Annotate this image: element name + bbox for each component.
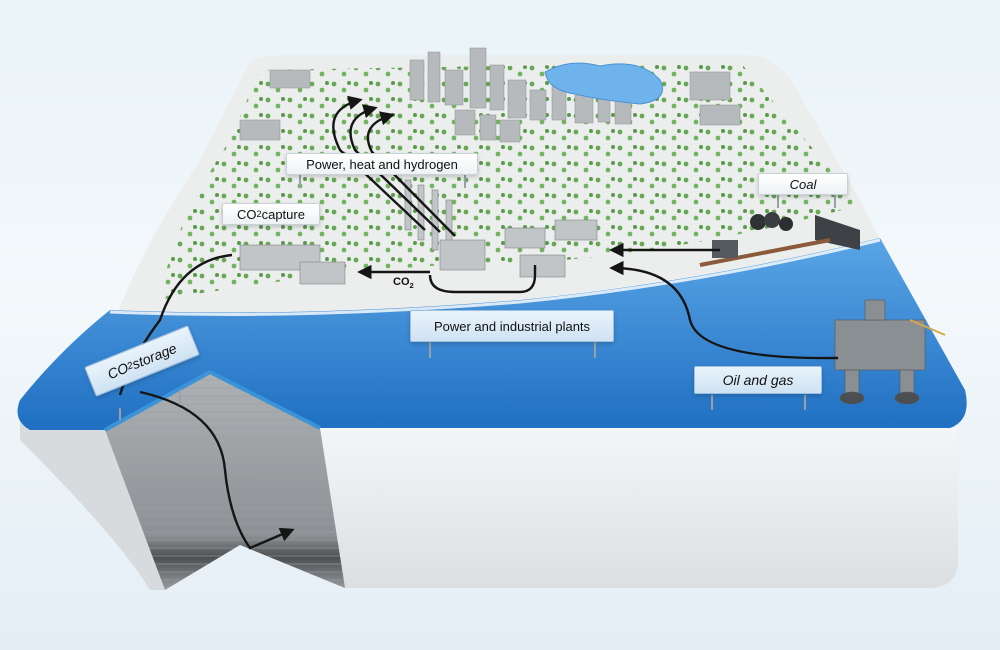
shoreline xyxy=(109,238,881,316)
label-oil-and-gas: Oil and gas xyxy=(694,366,822,394)
flow-arrows xyxy=(118,95,839,550)
arrow-storage-down xyxy=(139,390,295,550)
arrow-industry-loop xyxy=(428,265,537,294)
block-left-side xyxy=(17,400,165,590)
lake xyxy=(544,62,663,105)
label-coal: Coal xyxy=(758,173,848,195)
coal-mine xyxy=(699,212,860,267)
arrow-plant-to-city-3 xyxy=(366,111,456,237)
sign-posts xyxy=(119,175,836,420)
strata-edge xyxy=(104,369,321,432)
oil-platform xyxy=(834,299,946,405)
arrow-plant-to-city-2 xyxy=(349,104,441,233)
arrow-oil-to-plants xyxy=(609,260,839,360)
label-power-heat-hydrogen: Power, heat and hydrogen xyxy=(286,153,478,175)
label-power-industrial-plants: Power and industrial plants xyxy=(410,310,614,342)
arrow-plant-to-city-1 xyxy=(332,95,426,231)
city xyxy=(239,47,741,143)
block-front-side xyxy=(320,428,958,588)
label-co2-flow: CO2 xyxy=(393,276,414,291)
